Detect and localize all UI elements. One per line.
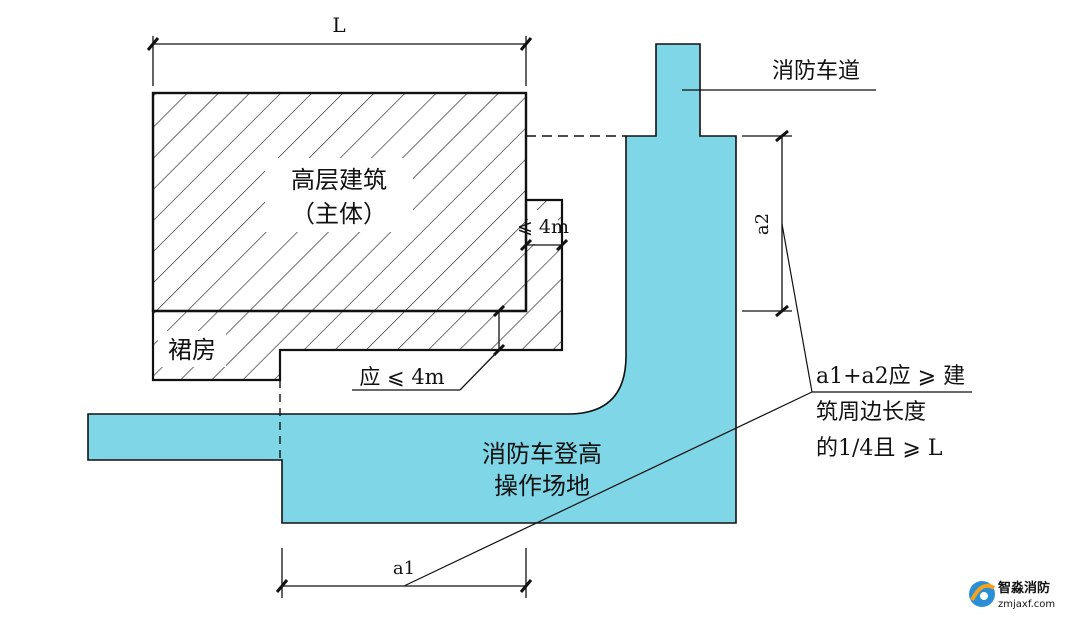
main-building-label-line1: 高层建筑 bbox=[291, 166, 387, 194]
dimension-a1-label: a1 bbox=[393, 558, 415, 579]
fire-lane-label: 消防车道 bbox=[772, 59, 860, 84]
dimension-a2-label: a2 bbox=[752, 213, 773, 235]
operation-area bbox=[87, 43, 737, 524]
dimension-L bbox=[146, 36, 533, 86]
offset-label: 应 ⩽ 4m bbox=[359, 365, 444, 389]
operation-area-label-line1: 消防车登高 bbox=[482, 440, 602, 468]
rule-leaders bbox=[403, 223, 972, 587]
rule-text-line2: 筑周边长度 bbox=[816, 400, 926, 425]
watermark-site: zmjaxf.com bbox=[998, 599, 1055, 610]
side-offset-label: ⩽ 4m bbox=[517, 216, 569, 238]
rule-text-line1: a1+a2应 ⩾ 建 bbox=[816, 364, 965, 389]
dimension-a2 bbox=[742, 129, 792, 318]
watermark-logo bbox=[969, 581, 996, 607]
main-building-label-line2: （主体） bbox=[291, 200, 387, 228]
podium-label: 裙房 bbox=[168, 336, 216, 364]
offset-dimension bbox=[352, 304, 506, 391]
watermark-brand: 智淼消防 bbox=[998, 580, 1050, 596]
operation-area-label-line2: 操作场地 bbox=[494, 472, 590, 500]
side-offset-label-bg bbox=[528, 210, 558, 244]
podium-label-bg bbox=[158, 331, 226, 367]
rule-text-line3: 的1/4且 ⩾ L bbox=[816, 436, 943, 461]
main-building-label-bg bbox=[265, 158, 413, 232]
dimension-L-label: L bbox=[332, 13, 345, 37]
side-offset-ticks bbox=[519, 238, 569, 252]
